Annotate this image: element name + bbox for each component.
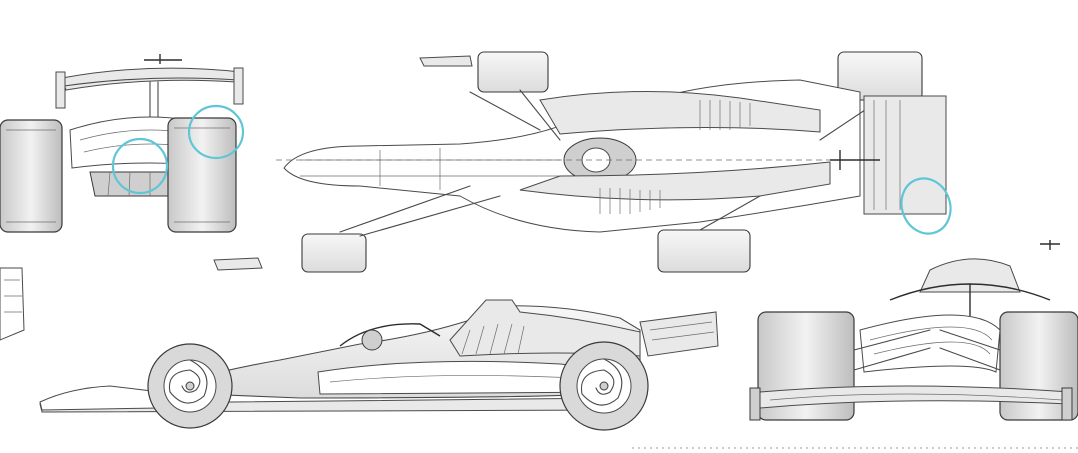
rear-camera-pod [144,54,182,64]
top-rear-wing [863,95,947,215]
rear-wing-endplate-left [55,71,66,109]
top-view [213,51,947,273]
side-halo [339,323,441,347]
front-wing-endplate-left [749,387,761,421]
top-suspension [339,89,881,237]
side-front-tyre [147,343,233,429]
front-antenna [1040,240,1060,250]
rear-tyre-left [0,119,63,233]
rear-wing-pylon [149,81,159,121]
front-suspension [853,329,1001,371]
top-front-tyre-lower [301,233,367,273]
front-view [632,177,1078,449]
top-front-tyre-upper [477,51,549,93]
top-front-wing [419,55,473,67]
top-front-wing-lower [213,257,263,271]
side-driver-helmet [361,329,383,351]
side-view [39,299,719,431]
highlight-circle [111,137,169,195]
top-rear-tyre-lower [657,229,751,273]
highlight-circle [187,104,245,160]
rear-wing-flap [63,77,239,87]
rear-wing-endplate-right [233,67,244,105]
highlight-circle [900,177,952,235]
rear-tyre-right [167,117,237,233]
front-wing-endplate-right [1061,387,1073,421]
side-front-wing [39,385,161,411]
top-sidepod-lower [519,161,831,201]
rear-view [0,54,245,233]
side-rear-wing [639,311,719,357]
front-halo [889,283,1051,316]
top-beam-wing [830,150,880,170]
side-rear-tyre [559,341,649,431]
side-engine-cover [449,299,641,357]
edge-fragment [0,267,25,341]
front-roll-hoop [919,258,1021,293]
